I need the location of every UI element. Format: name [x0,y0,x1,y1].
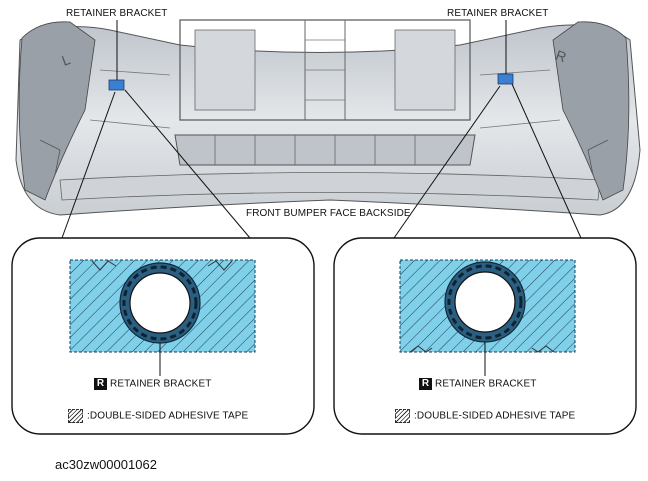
adhesive-tape-legend-icon-right [395,409,410,423]
retainer-bracket-hole-left [129,272,191,334]
part-label-text-right: RETAINER BRACKET [435,378,537,390]
adhesive-tape-legend-icon-left [68,409,83,423]
detail-panel-left [11,237,315,435]
part-badge-left: R [94,378,107,390]
bumper-illustration [15,19,641,216]
legend-label-left: :DOUBLE-SIDED ADHESIVE TAPE [87,410,249,422]
legend-left: :DOUBLE-SIDED ADHESIVE TAPE [68,409,248,423]
part-label-text-left: RETAINER BRACKET [110,378,212,390]
retainer-bracket-label-left: RETAINER BRACKET [66,8,168,19]
legend-right: :DOUBLE-SIDED ADHESIVE TAPE [395,409,575,423]
legend-label-right: :DOUBLE-SIDED ADHESIVE TAPE [414,410,576,422]
retainer-bracket-label-right: RETAINER BRACKET [447,8,549,19]
part-badge-right: R [419,378,432,390]
detail-panel-right [333,237,637,435]
retainer-bracket-marker-left [108,79,125,91]
retainer-bracket-marker-right [497,73,514,85]
figure-code: ac30zw00001062 [55,457,157,472]
bumper-caption: FRONT BUMPER FACE BACKSIDE [246,208,411,219]
retainer-bracket-hole-right [454,271,516,333]
